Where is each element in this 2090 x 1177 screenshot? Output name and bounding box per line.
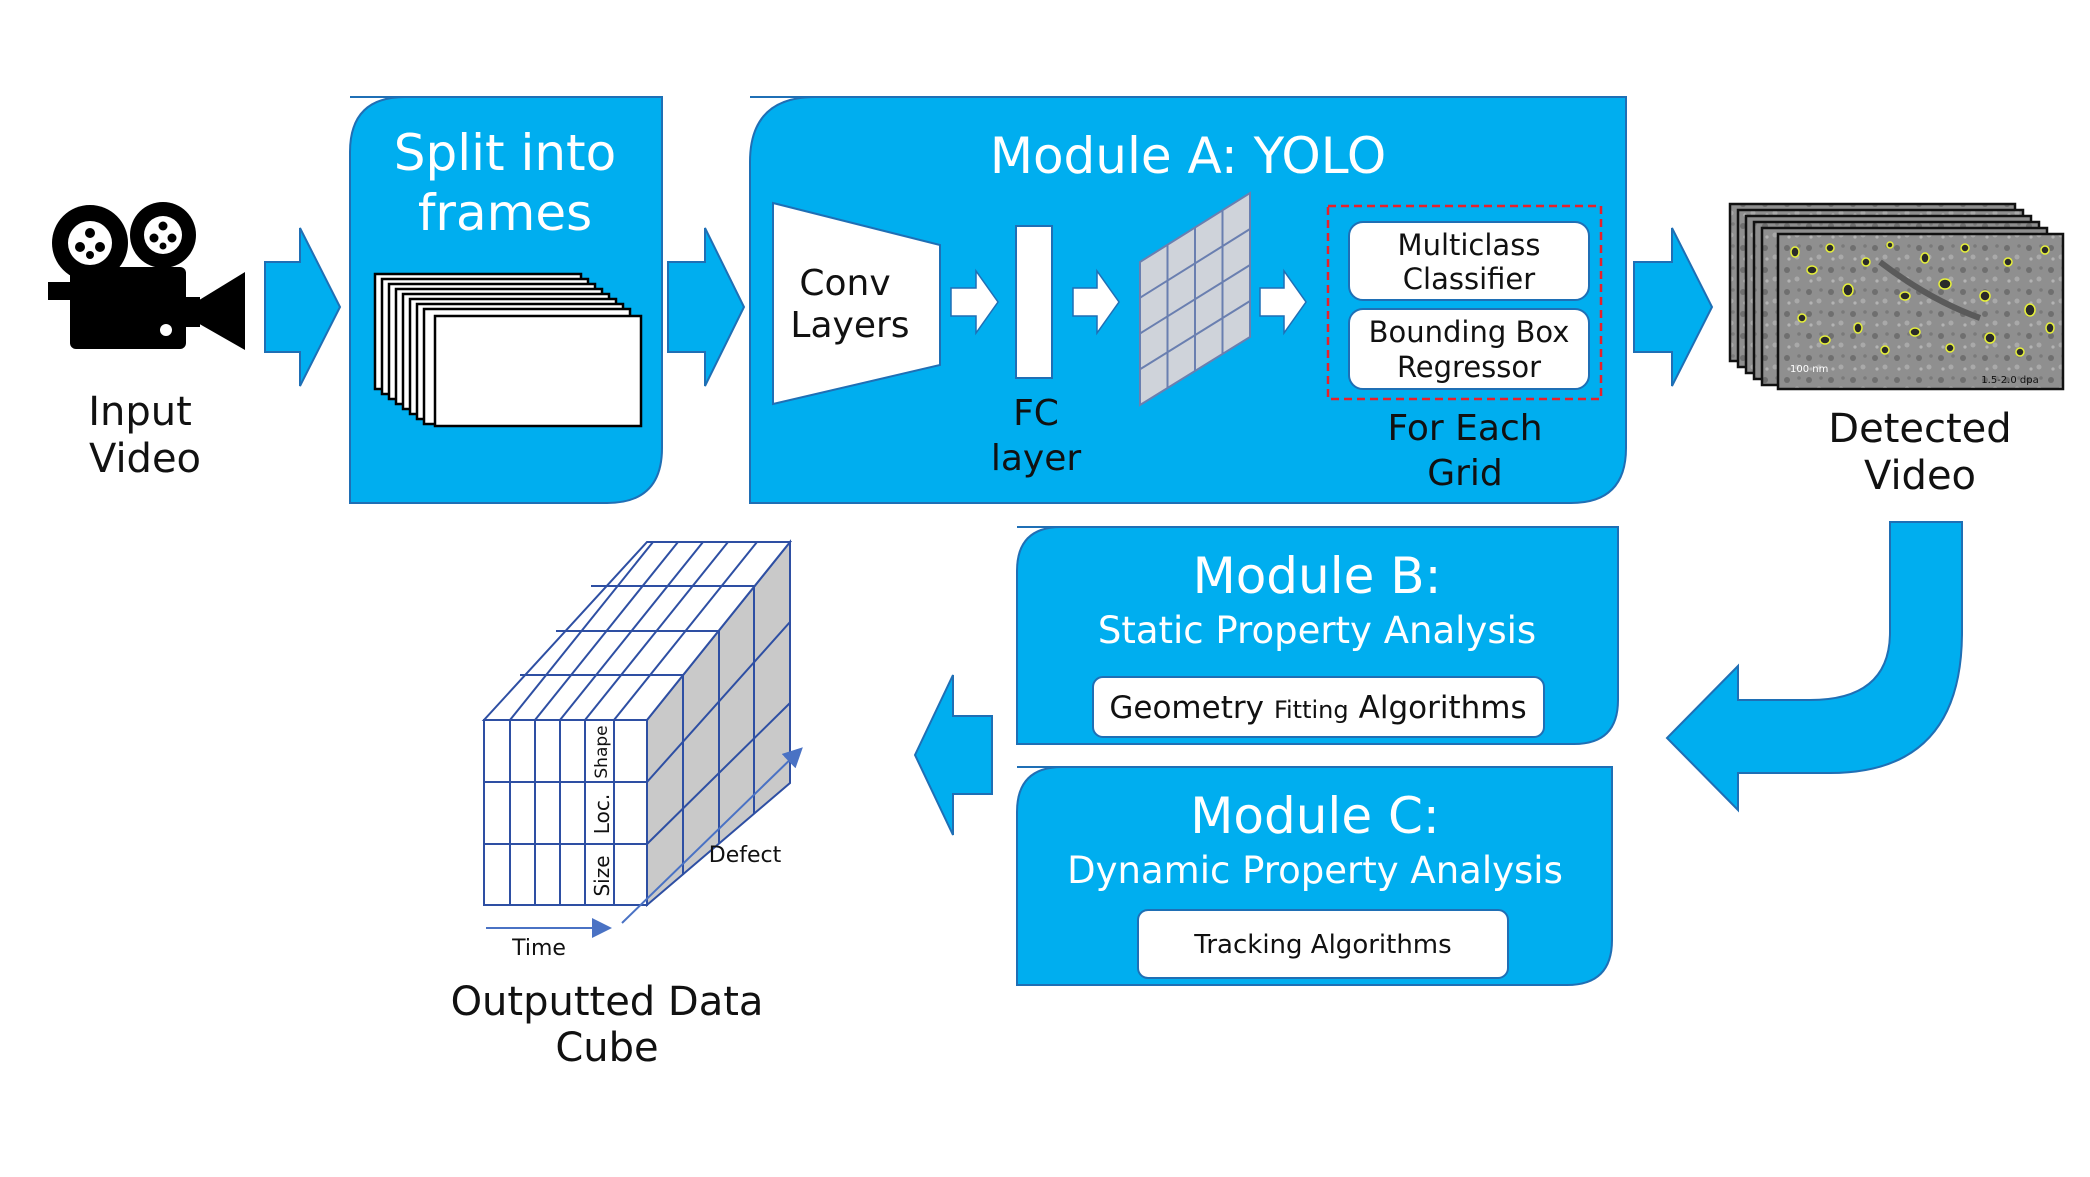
small-arrow-conv-fc (950, 268, 999, 336)
detected-scale-text: 100 nm (1790, 364, 1828, 375)
flow-arrow-1 (264, 227, 342, 387)
split-title-line1: Split into (394, 124, 617, 182)
fc-layer-block (1015, 225, 1053, 379)
conv-label-line2: Layers (790, 305, 909, 346)
cube-axis-time: Time (511, 936, 566, 961)
defect-axis-arrow (621, 747, 803, 924)
frame-stack (373, 272, 643, 428)
cube-row-size: Size (590, 855, 614, 896)
regressor-label-line1: Bounding Box (1369, 315, 1570, 349)
input-label-line1: Input (88, 389, 192, 435)
module-c-subtitle: Dynamic Property Analysis (1067, 849, 1563, 892)
classifier-label-line2: Classifier (1403, 262, 1535, 296)
return-arrow (1665, 521, 1963, 813)
flow-arrow-4 (913, 674, 993, 836)
grid-label-line1: For Each (1387, 408, 1542, 449)
split-title-line2: frames (418, 184, 592, 242)
fc-label-line1: FC (1013, 393, 1059, 434)
conv-label-line1: Conv (799, 263, 890, 304)
geometry-fitting-box (1092, 676, 1545, 738)
per-grid-heads-highlight (1326, 204, 1603, 401)
module-b-subtitle: Static Property Analysis (1098, 609, 1536, 652)
fitting-word: Fitting (1274, 696, 1349, 724)
small-arrow-grid-heads (1259, 268, 1307, 336)
detected-dpa-text: 1.5-2.0 dpa (1981, 375, 2038, 386)
algorithms-word: Algorithms (1359, 690, 1527, 726)
cube-label-line2: Cube (555, 1025, 658, 1071)
cube-row-loc: Loc. (590, 794, 614, 834)
cube-label-line1: Outputted Data (451, 979, 764, 1025)
classifier-box (1348, 221, 1590, 301)
regressor-box (1348, 308, 1590, 390)
cube-axis-defect: Defect (709, 843, 782, 868)
geometry-fitting-label: Geometry Fitting Algorithms (1109, 690, 1526, 726)
detected-video-stack: 100 nm 1.5-2.0 dpa (1728, 202, 2065, 391)
conv-layers-block (772, 201, 941, 406)
detected-label-line1: Detected (1828, 406, 2011, 452)
grid-label-line2: Grid (1427, 453, 1503, 494)
module-b-title: Module B: (1193, 547, 1442, 605)
module-a-title: Module A: YOLO (990, 127, 1386, 185)
detected-label-line2: Video (1864, 453, 1976, 499)
geometry-word: Geometry (1109, 690, 1264, 726)
tracking-box (1137, 909, 1509, 979)
cube-row-shape: Shape (592, 725, 612, 778)
data-cube: Shape Loc. Size (481, 539, 803, 938)
flow-arrow-3 (1633, 227, 1714, 387)
video-camera-icon (48, 202, 245, 350)
input-label-line2: Video (89, 436, 201, 482)
small-arrow-fc-grid (1072, 268, 1120, 336)
tracking-label: Tracking Algorithms (1193, 930, 1451, 960)
classifier-label-line1: Multiclass (1398, 228, 1541, 262)
flow-arrow-2 (667, 227, 746, 387)
module-c-title: Module C: (1190, 787, 1439, 845)
fc-label-line2: layer (991, 438, 1082, 479)
output-grid (1139, 191, 1251, 407)
regressor-label-line2: Regressor (1397, 350, 1541, 384)
